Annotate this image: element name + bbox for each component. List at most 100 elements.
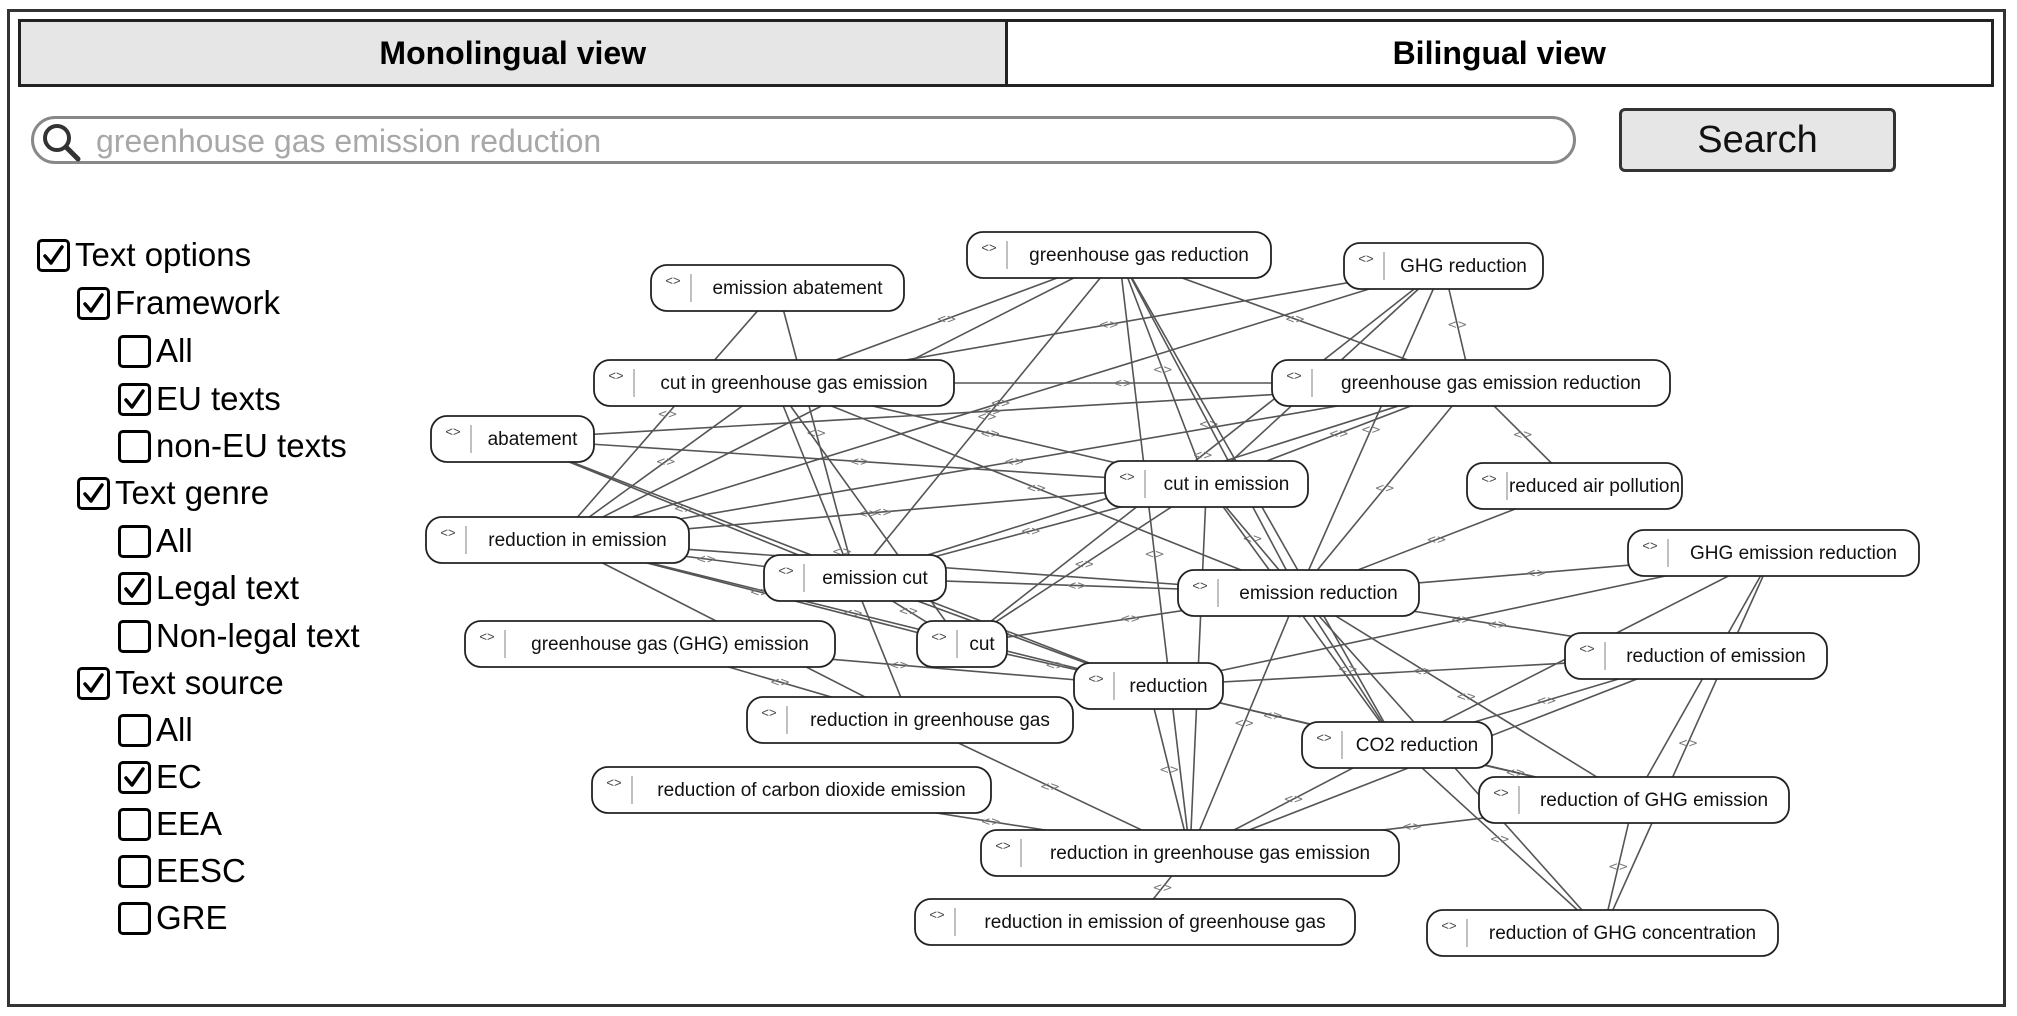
graph-node-box [1177, 569, 1420, 617]
expand-icon[interactable]: <> [606, 775, 621, 790]
graph-node-ghg-reduction-gas[interactable]: <>greenhouse gas reduction [966, 231, 1272, 279]
checkbox[interactable] [118, 571, 151, 605]
option-genre-all[interactable]: All [118, 522, 193, 560]
checkbox[interactable] [37, 238, 70, 272]
option-framework[interactable]: Framework [77, 284, 280, 322]
graph-node-emission-cut[interactable]: <>emission cut [763, 554, 947, 602]
option-label: All [156, 522, 193, 559]
expand-icon[interactable]: <> [1441, 918, 1456, 933]
search-button[interactable]: Search [1619, 108, 1896, 172]
checkbox[interactable] [118, 854, 151, 888]
expand-icon[interactable]: <> [665, 273, 680, 288]
graph-node-emission-reduction[interactable]: <> emission reduction [1177, 569, 1420, 617]
expand-icon[interactable]: <> [445, 424, 460, 439]
graph-node-reduction-in-ghg[interactable]: <>reduction in greenhouse gas [746, 696, 1074, 744]
graph-node-label: emission reduction [1239, 583, 1397, 604]
expand-icon[interactable]: <> [1316, 730, 1331, 745]
option-non-eu-texts[interactable]: non-EU texts [118, 427, 347, 465]
expand-icon[interactable]: <> [1481, 471, 1496, 486]
expand-icon[interactable]: <> [995, 838, 1010, 853]
checkbox[interactable] [118, 760, 151, 794]
graph-node-box [1478, 776, 1790, 824]
graph-node-label: reduction [1129, 676, 1207, 697]
checkbox[interactable] [118, 429, 151, 463]
checkmark-icon [124, 388, 145, 409]
graph-node-abatement[interactable]: <>abatement [430, 415, 595, 463]
expand-icon[interactable]: <> [1119, 469, 1134, 484]
expand-icon[interactable]: <> [761, 705, 776, 720]
graph-node-ghg-emission-reduction2[interactable]: <>GHG emission reduction [1627, 529, 1920, 577]
option-label: EU texts [156, 380, 281, 417]
option-eu-texts[interactable]: EU texts [118, 380, 281, 418]
graph-node-label: reduction of GHG concentration [1489, 923, 1756, 944]
checkbox[interactable] [118, 334, 151, 368]
graph-node-reduction[interactable]: <> reduction [1073, 662, 1224, 710]
option-ec[interactable]: EC [118, 758, 202, 796]
expand-icon[interactable]: <> [931, 629, 946, 644]
option-gre[interactable]: GRE [118, 899, 228, 937]
option-legal-text[interactable]: Legal text [118, 569, 299, 607]
graph-node-reduction-of-ghg-concentration[interactable]: <> reduction of GHG concentration [1426, 909, 1779, 957]
graph-node-label: greenhouse gas (GHG) emission [531, 634, 809, 655]
graph-node-reduction-of-emission[interactable]: <>reduction of emission [1564, 632, 1828, 680]
checkbox[interactable] [118, 619, 151, 653]
checkbox[interactable] [77, 286, 110, 320]
tab-monolingual-view[interactable]: Monolingual view [21, 22, 1008, 84]
graph-node-reduction-in-ghg-emission[interactable]: <>reduction in greenhouse gas emission [980, 829, 1400, 877]
expand-icon[interactable]: <> [440, 525, 455, 540]
option-label: All [156, 332, 193, 369]
graph-node-box [1466, 462, 1683, 510]
option-non-legal-text[interactable]: Non-legal text [118, 617, 360, 655]
graph-node-cut[interactable]: <>cut [916, 620, 1008, 668]
expand-icon[interactable]: <> [1579, 641, 1594, 656]
expand-icon[interactable]: <> [1192, 578, 1207, 593]
checkbox[interactable] [77, 666, 110, 700]
graph-node-reduction-in-emission[interactable]: <>reduction in emission [425, 516, 690, 564]
expand-icon[interactable]: <> [1088, 671, 1103, 686]
expand-icon[interactable]: <> [929, 907, 944, 922]
graph-node-box [464, 620, 836, 668]
expand-icon[interactable]: <> [981, 240, 996, 255]
expand-icon[interactable]: <> [778, 563, 793, 578]
option-text-source[interactable]: Text source [77, 664, 284, 702]
search-input[interactable] [94, 123, 1558, 159]
checkmark-icon [124, 766, 145, 787]
graph-node-reduced-air-pollution[interactable]: <>reduced air pollution [1466, 462, 1683, 510]
checkbox[interactable] [118, 901, 151, 935]
checkbox[interactable] [118, 382, 151, 416]
graph-node-reduction-of-co2-emission[interactable]: <>reduction of carbon dioxide emission [591, 766, 992, 814]
tab-bilingual-view[interactable]: Bilingual view [1392, 34, 1606, 71]
graph-node-label: emission abatement [712, 278, 883, 299]
checkbox[interactable] [77, 476, 110, 510]
option-eesc[interactable]: EESC [118, 852, 246, 890]
graph-node-ghg-ghg-emission[interactable]: <> greenhouse gas (GHG) emission [464, 620, 836, 668]
graph-node-cut-in-emission[interactable]: <> cut in emission [1104, 460, 1309, 508]
option-text-options[interactable]: Text options [37, 236, 251, 274]
graph-node-cut-in-ghg-emission[interactable]: <> cut in greenhouse gas emission [593, 359, 955, 407]
graph-node-ghg-emission-reduction[interactable]: <> greenhouse gas emission reduction [1271, 359, 1671, 407]
option-text-genre[interactable]: Text genre [77, 474, 269, 512]
option-framework-all[interactable]: All [118, 332, 193, 370]
expand-icon[interactable]: <> [1493, 785, 1508, 800]
expand-icon[interactable]: <> [608, 368, 623, 383]
graph-node-co2-reduction[interactable]: <>CO2 reduction [1301, 721, 1493, 769]
graph-node-label: cut in emission [1164, 474, 1290, 495]
option-eea[interactable]: EEA [118, 805, 222, 843]
expand-icon[interactable]: <> [479, 629, 494, 644]
checkbox[interactable] [118, 807, 151, 841]
expand-icon[interactable]: <> [1358, 251, 1373, 266]
graph-node-reduction-in-emission-of-ghg[interactable]: <>reduction in emission of greenhouse ga… [914, 898, 1356, 946]
option-label: GRE [156, 899, 228, 936]
graph-node-emission-abatement[interactable]: <> emission abatement [650, 264, 905, 312]
graph-node-ghg-reduction[interactable]: <>GHG reduction [1343, 242, 1544, 290]
graph-node-label: greenhouse gas emission reduction [1341, 373, 1641, 394]
option-source-all[interactable]: All [118, 711, 193, 749]
graph-node-label: cut in greenhouse gas emission [660, 373, 927, 394]
checkbox[interactable] [118, 713, 151, 747]
graph-node-reduction-of-ghg-emission[interactable]: <>reduction of GHG emission [1478, 776, 1790, 824]
search-icon [43, 124, 81, 162]
checkbox[interactable] [118, 524, 151, 558]
search-box [31, 116, 1576, 164]
expand-icon[interactable]: <> [1642, 538, 1657, 553]
expand-icon[interactable]: <> [1286, 368, 1301, 383]
